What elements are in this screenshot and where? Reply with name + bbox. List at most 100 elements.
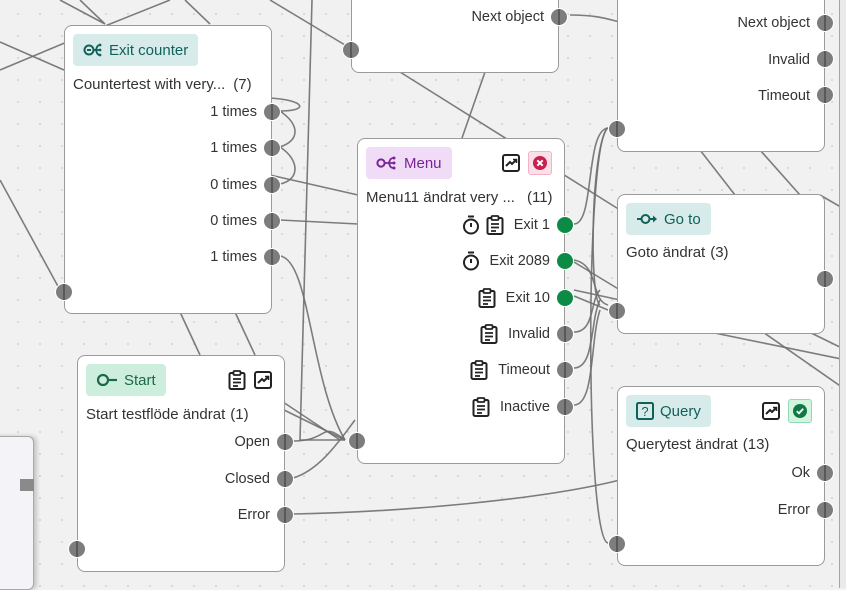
timer-icon[interactable] <box>462 215 480 235</box>
node-start[interactable]: Start Start testflöde ändrat(1) Open Clo… <box>68 355 294 572</box>
output-port-connected[interactable] <box>556 216 574 234</box>
port-label: Exit 10 <box>505 290 550 306</box>
clipboard-icon[interactable] <box>486 215 504 235</box>
edge <box>279 146 296 185</box>
output-port[interactable] <box>816 270 834 288</box>
output-port[interactable] <box>556 325 574 343</box>
node-top-right[interactable]: Next object Invalid Timeout <box>608 0 834 152</box>
timer-icon[interactable] <box>462 251 480 271</box>
statistics-icon[interactable] <box>254 371 272 389</box>
start-icon <box>96 372 118 388</box>
panel-resize-handle[interactable] <box>20 479 34 491</box>
output-port[interactable] <box>263 212 281 230</box>
output-port[interactable] <box>816 14 834 32</box>
output-port[interactable] <box>276 470 294 488</box>
output-port[interactable] <box>263 248 281 266</box>
port-row: 0 times <box>210 175 271 195</box>
port-row: Inactive <box>472 397 564 417</box>
node-type-label: Menu <box>404 154 442 172</box>
edge <box>179 311 201 356</box>
edge <box>573 289 601 333</box>
ok-status-icon[interactable] <box>788 399 812 423</box>
clipboard-icon[interactable] <box>228 370 246 390</box>
edge <box>0 179 61 291</box>
node-title: Querytest ändrat(13) <box>626 436 769 453</box>
edge <box>292 479 621 515</box>
edge <box>573 127 609 225</box>
exit-counter-icon <box>83 42 103 58</box>
clipboard-icon[interactable] <box>470 360 488 380</box>
node-top-mid[interactable]: Next object <box>342 0 568 73</box>
node-type-badge: Menu <box>366 147 452 179</box>
goto-icon <box>636 212 658 226</box>
input-port[interactable] <box>608 120 626 138</box>
node-type-label: Start <box>124 371 156 389</box>
output-port[interactable] <box>816 501 834 519</box>
input-port[interactable] <box>608 302 626 320</box>
output-port-connected[interactable] <box>556 289 574 307</box>
edge <box>279 255 346 441</box>
port-label: Exit 1 <box>513 217 550 233</box>
node-type-badge: Go to <box>626 203 711 235</box>
input-port[interactable] <box>68 540 86 558</box>
port-label: Invalid <box>508 326 550 342</box>
edge <box>573 259 609 306</box>
edge <box>184 0 211 25</box>
node-header-actions <box>228 370 272 390</box>
statistics-icon[interactable] <box>762 402 780 420</box>
output-port[interactable] <box>263 176 281 194</box>
port-label: Timeout <box>758 88 810 104</box>
input-port[interactable] <box>55 283 73 301</box>
output-port[interactable] <box>276 433 294 451</box>
port-row: 1 times <box>210 138 271 158</box>
node-title: Countertest with very...(7) <box>73 76 252 93</box>
port-label: Error <box>777 502 810 518</box>
port-row: 0 times <box>210 211 271 231</box>
port-row: Open <box>235 432 284 452</box>
port-row: Exit 10 <box>478 288 564 308</box>
output-port[interactable] <box>276 506 294 524</box>
port-label: 1 times <box>210 140 257 156</box>
node-type-badge: Exit counter <box>73 34 199 66</box>
output-port[interactable] <box>816 86 834 104</box>
output-port[interactable] <box>816 50 834 68</box>
clipboard-icon[interactable] <box>480 324 498 344</box>
side-panel <box>0 436 34 590</box>
clipboard-icon[interactable] <box>478 288 496 308</box>
node-exit-counter[interactable]: Exit counter Countertest with very...(7)… <box>55 25 281 314</box>
output-port[interactable] <box>263 139 281 157</box>
input-port[interactable] <box>608 535 626 553</box>
node-name: Start testflöde ändrat <box>86 406 226 423</box>
input-port[interactable] <box>348 432 366 450</box>
error-status-icon[interactable] <box>528 151 552 175</box>
edge <box>279 219 359 225</box>
node-type-label: Go to <box>664 210 701 228</box>
node-query[interactable]: ? Query Querytest ändrat(13) Ok Error <box>608 386 834 566</box>
output-port[interactable] <box>556 398 574 416</box>
output-port[interactable] <box>816 464 834 482</box>
port-label: Exit 2089 <box>489 253 550 269</box>
output-port-connected[interactable] <box>556 252 574 270</box>
node-type-badge: Start <box>86 364 166 396</box>
edge <box>234 311 256 356</box>
canvas-edge-panel <box>839 0 846 588</box>
clipboard-icon[interactable] <box>472 397 490 417</box>
edge <box>573 289 621 301</box>
query-icon: ? <box>636 402 654 420</box>
edge <box>299 0 345 441</box>
edge <box>759 329 846 391</box>
port-label: 0 times <box>210 213 257 229</box>
node-name: Menu11 ändrat very ... <box>366 189 515 206</box>
input-port[interactable] <box>342 41 360 59</box>
port-label: 1 times <box>210 249 257 265</box>
output-port[interactable] <box>263 103 281 121</box>
menu-branch-icon <box>376 155 398 171</box>
port-row: Ok <box>791 463 824 483</box>
statistics-icon[interactable] <box>502 154 520 172</box>
node-goto[interactable]: Go to Goto ändrat(3) <box>608 194 834 334</box>
edge <box>0 41 65 71</box>
output-port[interactable] <box>550 8 568 26</box>
output-port[interactable] <box>556 361 574 379</box>
node-name: Countertest with very... <box>73 76 226 93</box>
